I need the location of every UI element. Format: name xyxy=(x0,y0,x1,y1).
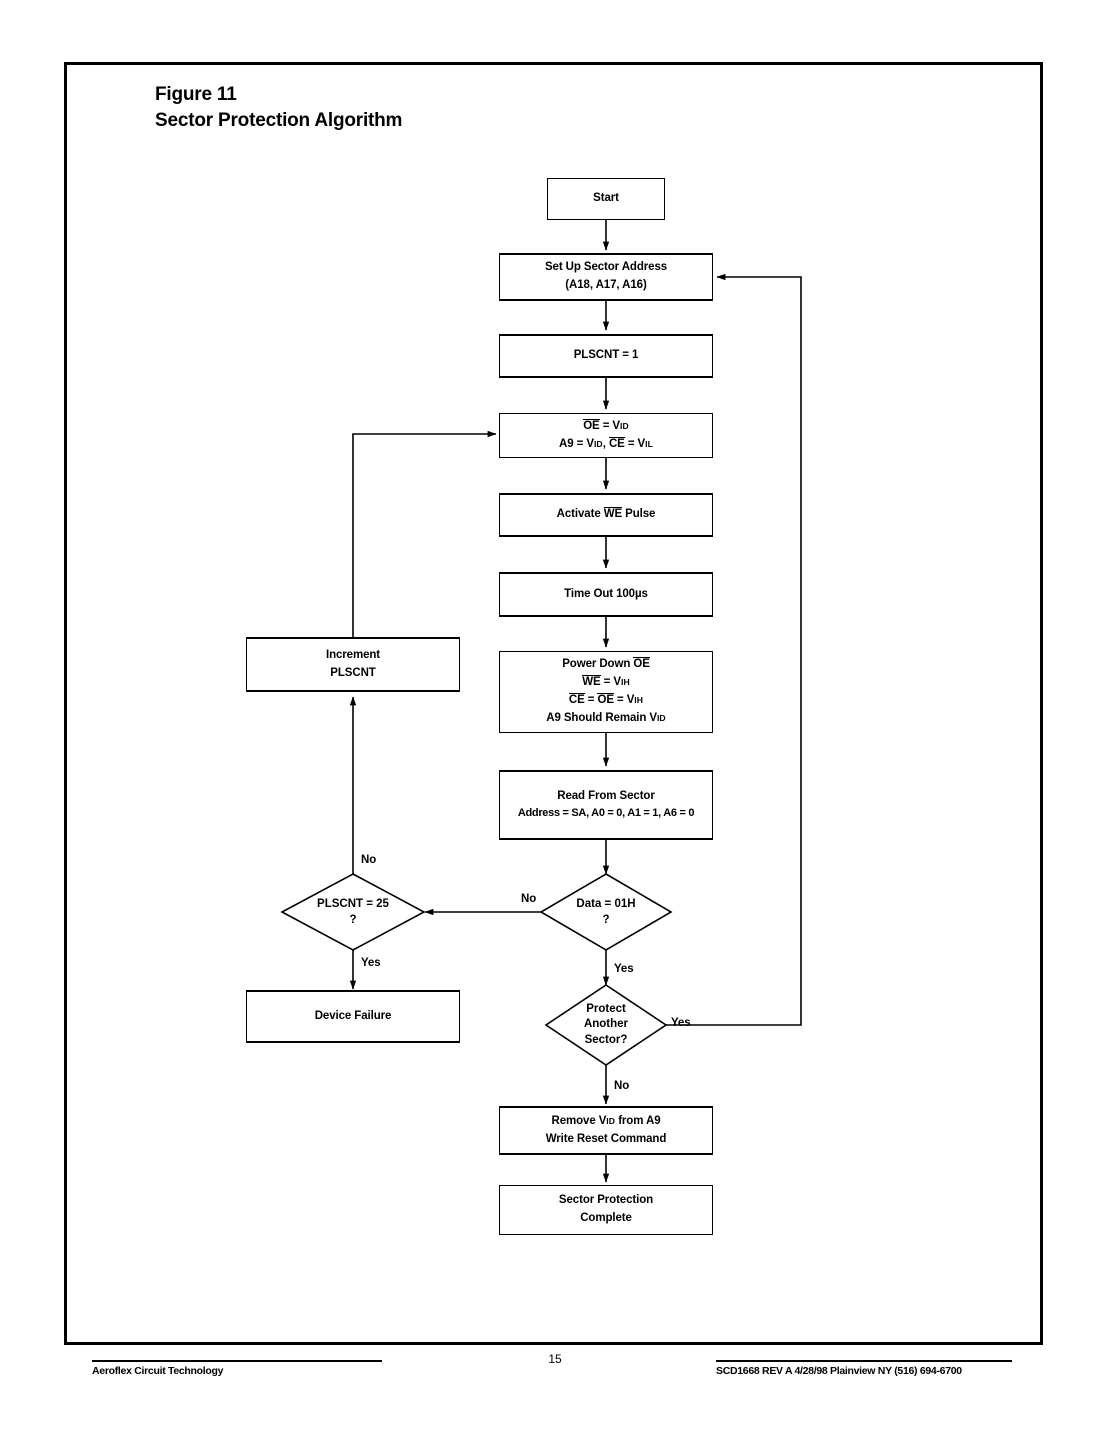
decision-shapes xyxy=(280,873,673,1066)
node-plscnt-init-label: PLSCNT = 1 xyxy=(573,349,639,362)
node-increment-plscnt[interactable]: Increment PLSCNT xyxy=(246,637,460,692)
power-down-line3: CE = OE = VIH xyxy=(568,693,644,706)
footer-doc-info: SCD1668 REV A 4/28/98 Plainview NY (516)… xyxy=(716,1360,1012,1377)
edge-label-plscnt-yes: Yes xyxy=(361,957,381,969)
node-read-from-sector[interactable]: Read From Sector Address = SA, A0 = 0, A… xyxy=(499,770,713,840)
node-start-label: Start xyxy=(593,192,619,205)
node-activate-we-pulse[interactable]: Activate WE Pulse xyxy=(499,493,713,537)
node-oe-vid[interactable]: OE = VID A9 = VID, CE = VIL xyxy=(499,413,713,458)
node-power-down-oe[interactable]: Power Down OE WE = VIH CE = OE = VIH A9 … xyxy=(499,651,713,733)
node-oe-vid-line1: OE = VID xyxy=(583,418,629,432)
increment-line1: Increment xyxy=(325,648,381,661)
node-setup-line2: (A18, A17, A16) xyxy=(565,279,647,291)
increment-line2: PLSCNT xyxy=(330,666,376,679)
ce-signal: CE xyxy=(608,436,625,450)
complete-line2: Complete xyxy=(580,1212,632,1224)
footer-page-number: 15 xyxy=(548,1352,562,1366)
node-setup-sector-address[interactable]: Set Up Sector Address (A18, A17, A16) xyxy=(499,253,713,301)
read-sector-line1: Read From Sector xyxy=(557,789,655,802)
node-time-out[interactable]: Time Out 100µs xyxy=(499,572,713,617)
power-down-line2: WE = VIH xyxy=(582,675,630,689)
oe-signal: OE xyxy=(597,693,614,706)
we-signal: WE xyxy=(582,675,601,689)
device-failure-label: Device Failure xyxy=(314,1009,392,1022)
edge-label-protect-yes: Yes xyxy=(671,1017,691,1029)
node-remove-vid[interactable]: Remove VID from A9 Write Reset Command xyxy=(499,1106,713,1155)
power-down-line1: Power Down OE xyxy=(562,657,650,671)
node-oe-vid-line2: A9 = VID, CE = VIL xyxy=(559,436,653,450)
node-start[interactable]: Start xyxy=(547,178,665,220)
figure-caption: Figure 11 Sector Protection Algorithm xyxy=(155,82,402,133)
oe-signal: OE xyxy=(633,657,650,671)
node-plscnt-init[interactable]: PLSCNT = 1 xyxy=(499,334,713,378)
edge-label-protect-no: No xyxy=(614,1080,630,1092)
edge-label-data-no: No xyxy=(521,893,537,905)
page-footer: Aeroflex Circuit Technology 15 SCD1668 R… xyxy=(0,1352,1105,1392)
node-sector-protection-complete[interactable]: Sector Protection Complete xyxy=(499,1185,713,1235)
complete-line1: Sector Protection xyxy=(558,1194,654,1207)
power-down-line4: A9 Should Remain VID xyxy=(546,711,666,724)
figure-number: Figure 11 xyxy=(155,84,237,105)
figure-title: Sector Protection Algorithm xyxy=(155,109,403,131)
node-setup-line1: Set Up Sector Address xyxy=(544,261,668,274)
node-device-failure[interactable]: Device Failure xyxy=(246,990,460,1043)
edge-label-data-yes: Yes xyxy=(614,963,634,975)
ce-signal: CE xyxy=(568,693,585,706)
remove-vid-line2: Write Reset Command xyxy=(545,1132,667,1145)
footer-company: Aeroflex Circuit Technology xyxy=(92,1360,382,1377)
node-time-out-label: Time Out 100µs xyxy=(564,587,648,600)
we-signal: WE xyxy=(603,507,623,521)
remove-vid-line1: Remove VID from A9 xyxy=(551,1114,661,1127)
edge-label-plscnt-no: No xyxy=(361,854,377,866)
oe-signal: OE xyxy=(583,418,600,432)
read-sector-line2: Address = SA, A0 = 0, A1 = 1, A6 = 0 xyxy=(517,807,695,820)
